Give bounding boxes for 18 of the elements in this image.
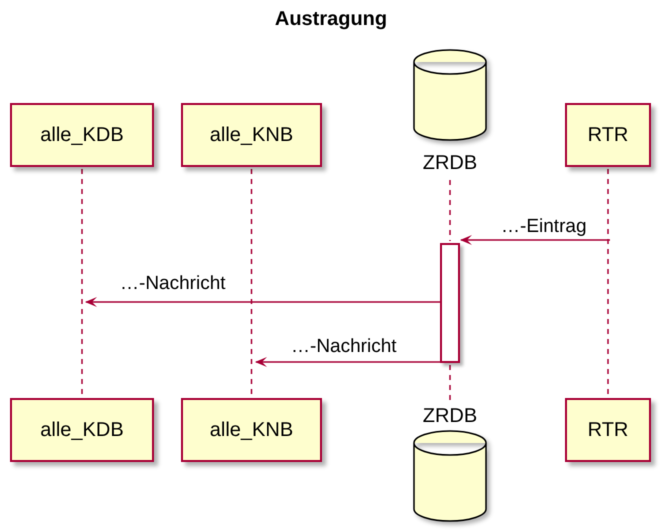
activation-bar [440, 243, 460, 363]
diagram-title: Austragung [274, 8, 388, 31]
lifeline [250, 169, 252, 396]
participant-label: ZRDB [422, 405, 478, 427]
message-arrow [255, 357, 440, 367]
lifeline [81, 169, 83, 396]
participant-box: RTR [565, 103, 651, 167]
lifeline [449, 180, 451, 241]
participant-box: alle_KNB [181, 103, 322, 167]
participant-label: ZRDB [422, 152, 478, 174]
participant-box: alle_KNB [181, 398, 322, 462]
participant-box: alle_KDB [10, 398, 154, 462]
lifeline [449, 365, 451, 403]
message-arrow [85, 297, 440, 307]
participant-box: alle_KDB [10, 103, 154, 167]
participant-box: RTR [565, 398, 651, 462]
lifeline [607, 169, 609, 396]
message-arrow [460, 235, 610, 245]
